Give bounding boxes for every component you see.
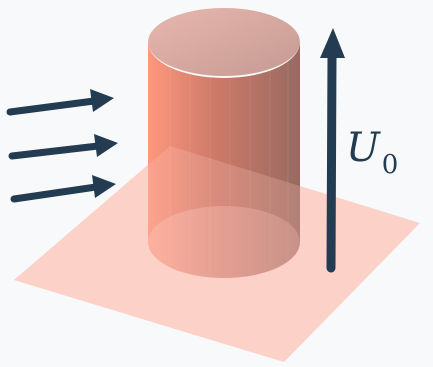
- ground-plane-front: [14, 146, 420, 362]
- cylinder-top-face: [148, 8, 300, 76]
- cylinder-bottom-face: [148, 206, 300, 278]
- velocity-subscript: 0: [381, 150, 399, 180]
- flow-arrows: [6, 89, 118, 203]
- right-arrow-icon: [6, 89, 114, 116]
- right-arrow-icon: [8, 134, 118, 160]
- velocity-symbol: U: [346, 125, 380, 171]
- cylinder: [148, 8, 300, 278]
- right-arrow-icon: [10, 175, 116, 203]
- up-arrow-icon: [320, 28, 345, 273]
- velocity-label: U0: [346, 125, 398, 178]
